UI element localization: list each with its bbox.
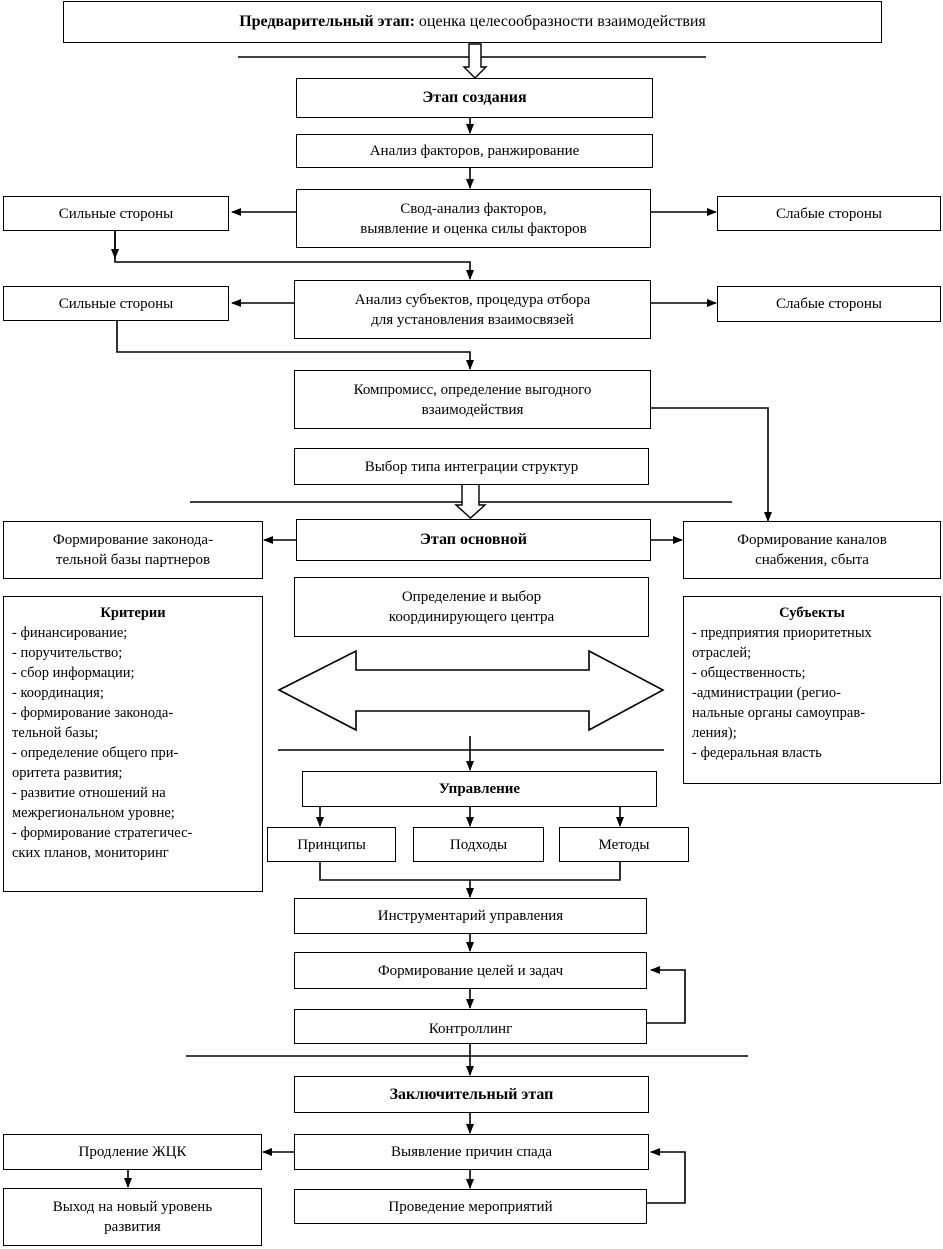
subjects-item: нальные органы самоуправ- — [692, 705, 866, 721]
main-stage-box: Этап основной — [296, 519, 651, 561]
factor-summary-line1: Свод-анализ факторов, — [400, 200, 547, 217]
measures-label: Проведение мероприятий — [388, 1198, 553, 1215]
principles-box: Принципы — [267, 827, 396, 862]
subjects-item: -администрации (регио- — [692, 685, 841, 701]
strengths-box-2: Сильные стороны — [3, 286, 229, 321]
principles-label: Принципы — [297, 836, 366, 853]
flow-arrow — [647, 966, 686, 1024]
coordination-center-line2: координирующего центра — [388, 609, 555, 625]
goals-box: Формирование целей и задач — [294, 952, 647, 989]
management-title: Управление — [438, 781, 521, 797]
subjects-item: - предприятия приоритетных — [692, 625, 872, 641]
criteria-item: межрегиональном уровне; — [12, 805, 175, 821]
controlling-box: Контроллинг — [294, 1009, 647, 1044]
subjects-item: - общественность; — [692, 665, 806, 681]
goals-label: Формирование целей и задач — [377, 962, 564, 979]
creation-stage-title: Этап создания — [422, 89, 527, 106]
integration-type-box: Выбор типа интеграции структур — [294, 448, 649, 485]
preliminary-stage-box: Предварительный этап: оценка целесообраз… — [63, 1, 882, 43]
measures-box: Проведение мероприятий — [294, 1189, 647, 1224]
stage-transition-arrow — [454, 483, 487, 519]
criteria-item: - поручительство; — [12, 645, 123, 661]
criteria-item: - формирование стратегичес- — [12, 825, 193, 841]
criteria-item: - сбор информации; — [12, 665, 135, 681]
flow-arrow — [647, 1148, 686, 1204]
channels-box: Формирование каналов снабжения, сбыта — [683, 521, 941, 579]
coordination-center-box: Определение и выбор координирующего цент… — [294, 577, 649, 637]
coordination-center-line1: Определение и выбор — [401, 589, 542, 605]
flow-arrow — [651, 407, 772, 522]
compromise-line1: Компромисс, определение выгодного — [353, 381, 592, 398]
subjects-item: отраслей; — [692, 645, 752, 661]
legal-base-line1: Формирование законода- — [52, 532, 214, 548]
lifecycle-extension-box: Продление ЖЦК — [3, 1134, 262, 1170]
weaknesses-box-1: Слабые стороны — [717, 196, 941, 231]
compromise-line2: взаимодействия — [421, 401, 524, 418]
factor-summary-box: Свод-анализ факторов, выявление и оценка… — [296, 189, 651, 248]
strengths-label-1: Сильные стороны — [58, 205, 174, 222]
double-headed-arrow — [277, 649, 665, 732]
new-level-line2: развития — [104, 1219, 161, 1235]
subjects-box: Субъекты - предприятия приоритетных отра… — [683, 596, 941, 784]
channels-line1: Формирование каналов — [737, 532, 887, 548]
main-stage-title: Этап основной — [420, 531, 527, 548]
preliminary-stage-title: Предварительный этап: — [239, 13, 415, 30]
criteria-item: - определение общего при- — [12, 745, 179, 761]
subjects-title: Субъекты — [779, 605, 845, 621]
management-box: Управление — [302, 771, 657, 807]
criteria-item: ских планов, мониторинг — [12, 845, 169, 861]
criteria-item: тельной базы; — [12, 725, 99, 741]
legal-base-line2: тельной базы партнеров — [55, 552, 211, 568]
integration-type-label: Выбор типа интеграции структур — [364, 458, 579, 475]
strengths-box-1: Сильные стороны — [3, 196, 229, 231]
new-level-box: Выход на новый уровень развития — [3, 1188, 262, 1246]
decline-causes-label: Выявление причин спада — [390, 1144, 552, 1160]
legal-base-box: Формирование законода- тельной базы парт… — [3, 521, 263, 579]
weaknesses-label-2: Слабые стороны — [776, 296, 882, 312]
subjects-item: - федеральная власть — [692, 745, 822, 761]
channels-line2: снабжения, сбыта — [755, 552, 869, 568]
weaknesses-box-2: Слабые стороны — [717, 286, 941, 322]
criteria-item: - координация; — [12, 685, 104, 701]
factor-summary-line2: выявление и оценка силы факторов — [360, 220, 587, 237]
factor-analysis-label: Анализ факторов, ранжирование — [369, 143, 580, 159]
criteria-item: оритета развития; — [12, 765, 123, 781]
decline-causes-box: Выявление причин спада — [294, 1134, 649, 1170]
final-stage-box: Заключительный этап — [294, 1076, 649, 1113]
strengths-label-2: Сильные стороны — [58, 295, 174, 312]
flow-arrow — [319, 862, 621, 881]
criteria-item: - развитие отношений на — [12, 785, 166, 801]
methods-label: Методы — [598, 836, 650, 853]
compromise-box: Компромисс, определение выгодного взаимо… — [294, 370, 651, 429]
methods-box: Методы — [559, 827, 689, 862]
subjects-analysis-line1: Анализ субъектов, процедура отбора — [354, 291, 591, 308]
criteria-box: Критерии - финансирование; - поручительс… — [3, 596, 263, 892]
criteria-item: - финансирование; — [12, 625, 128, 641]
subjects-analysis-box: Анализ субъектов, процедура отбора для у… — [294, 280, 651, 339]
factor-analysis-box: Анализ факторов, ранжирование — [296, 134, 653, 168]
approaches-box: Подходы — [413, 827, 544, 862]
stage-transition-arrow — [462, 43, 488, 79]
creation-stage-box: Этап создания — [296, 78, 653, 118]
new-level-line1: Выход на новый уровень — [52, 1199, 213, 1215]
subjects-item: ления); — [692, 725, 737, 741]
controlling-label: Контроллинг — [428, 1021, 513, 1037]
subjects-analysis-line2: для установления взаимосвязей — [371, 311, 574, 328]
toolkit-box: Инструментарий управления — [294, 898, 647, 934]
flow-arrow — [116, 321, 474, 370]
approaches-label: Подходы — [449, 836, 508, 853]
toolkit-label: Инструментарий управления — [377, 908, 564, 924]
criteria-item: - формирование законода- — [12, 705, 174, 721]
lifecycle-extension-label: Продление ЖЦК — [78, 1144, 187, 1160]
final-stage-title: Заключительный этап — [389, 1085, 554, 1103]
weaknesses-label-1: Слабые стороны — [776, 205, 882, 222]
criteria-title: Критерии — [100, 605, 166, 621]
preliminary-stage-description: оценка целесообразности взаимодействия — [414, 13, 706, 30]
